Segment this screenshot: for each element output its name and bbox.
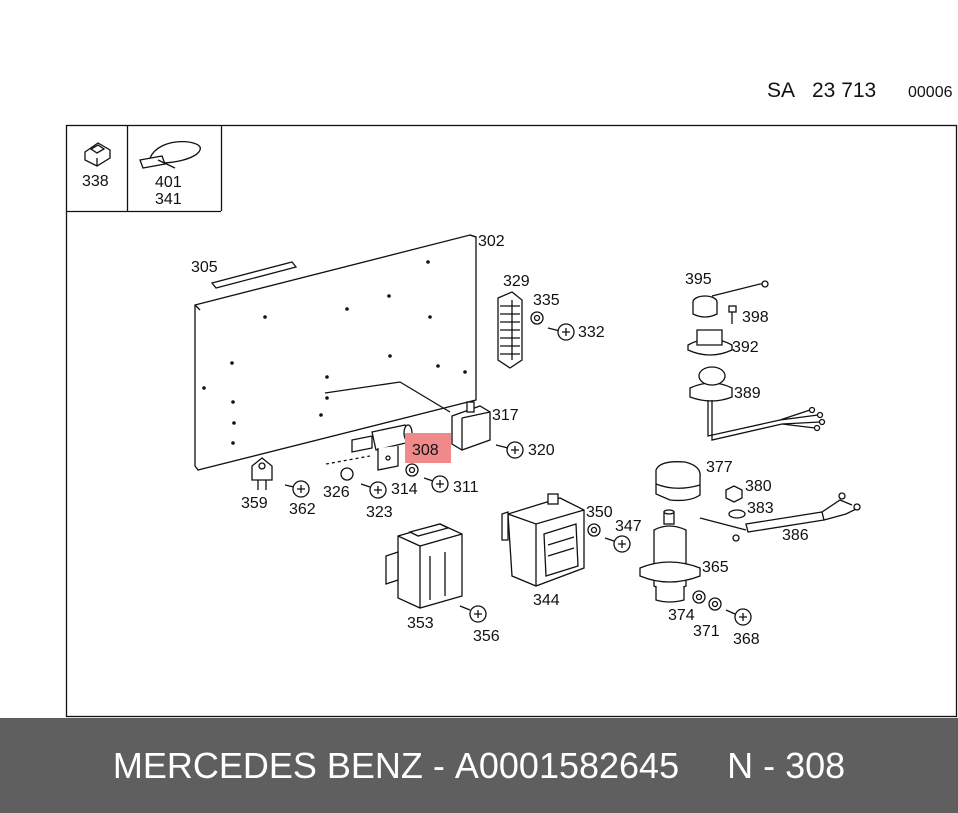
label-392: 392 — [732, 339, 759, 356]
label-362: 362 — [289, 501, 316, 518]
label-344: 344 — [533, 592, 560, 609]
diagram-frame — [65, 124, 958, 718]
connector-block — [497, 291, 523, 369]
label-305: 305 — [191, 259, 218, 276]
ignition-coil — [639, 509, 701, 603]
label-356: 356 — [473, 628, 500, 645]
screw-icon — [547, 323, 575, 341]
label-377: 377 — [706, 459, 733, 476]
nut-icon — [725, 485, 743, 503]
label-308: 308 — [412, 442, 439, 459]
screw-icon — [725, 608, 752, 626]
label-314: 314 — [391, 481, 418, 498]
sheet-code: 00006 — [908, 84, 953, 101]
part-info-footer: MERCEDES BENZ - A0001582645 N - 308 — [0, 718, 958, 813]
legend-label-401: 401 — [155, 174, 182, 191]
trim-strip — [210, 261, 298, 289]
position-number: N - 308 — [727, 744, 846, 786]
control-unit — [501, 493, 585, 587]
label-365: 365 — [702, 559, 729, 576]
washer-icon — [405, 463, 419, 477]
label-389: 389 — [734, 385, 761, 402]
solenoid-valve — [351, 424, 413, 471]
label-329: 329 — [503, 273, 530, 290]
washer-icon — [692, 590, 706, 604]
brand-name: MERCEDES BENZ — [112, 744, 423, 786]
label-359: 359 — [241, 495, 268, 512]
screw-icon — [360, 481, 387, 499]
label-326: 326 — [323, 484, 350, 501]
screw-icon — [284, 480, 310, 498]
legend-label-341: 341 — [155, 191, 182, 208]
highlight-308[interactable] — [405, 433, 451, 463]
label-386: 386 — [782, 527, 809, 544]
washer-icon — [587, 523, 601, 537]
parts-diagram: SA 23 713 00006 338 401 341 — [65, 79, 958, 718]
legend-label-338: 338 — [82, 173, 109, 190]
label-398: 398 — [742, 309, 769, 326]
label-380: 380 — [745, 478, 772, 495]
clip-icon — [84, 142, 111, 167]
washer-icon — [708, 597, 722, 611]
cable-tie-icon — [139, 140, 201, 169]
label-311: 311 — [453, 479, 479, 496]
label-374: 374 — [668, 607, 695, 624]
label-317: 317 — [492, 407, 519, 424]
sa-number: 23 713 — [812, 79, 876, 102]
label-350: 350 — [586, 504, 613, 521]
label-320: 320 — [528, 442, 555, 459]
screw-icon — [459, 605, 487, 623]
coil-cap — [655, 461, 701, 502]
label-395: 395 — [685, 271, 712, 288]
relay-unit — [451, 401, 491, 451]
bracket-359 — [251, 457, 273, 490]
label-323: 323 — [366, 504, 393, 521]
label-371: 371 — [693, 623, 720, 640]
legend-box: 338 401 341 — [66, 126, 223, 213]
small-bolt-icon — [728, 305, 737, 324]
screw-icon — [423, 475, 449, 493]
screw-icon — [604, 535, 631, 553]
label-383: 383 — [747, 500, 774, 517]
screw-icon — [495, 441, 524, 459]
clip-326 — [325, 455, 371, 481]
label-353: 353 — [407, 615, 434, 632]
mounting-plate — [194, 234, 477, 471]
relay-box — [385, 523, 463, 609]
cable-386 — [699, 492, 861, 542]
washer-icon — [530, 311, 544, 325]
label-368: 368 — [733, 631, 760, 648]
sa-label: SA — [767, 79, 795, 102]
separator: - — [422, 744, 455, 786]
label-302: 302 — [478, 233, 505, 250]
sensor-assembly — [687, 280, 826, 441]
washer-icon — [728, 509, 746, 519]
label-347: 347 — [615, 518, 642, 535]
part-number: A0001582645 — [454, 744, 680, 786]
label-332: 332 — [578, 324, 605, 341]
label-335: 335 — [533, 292, 560, 309]
